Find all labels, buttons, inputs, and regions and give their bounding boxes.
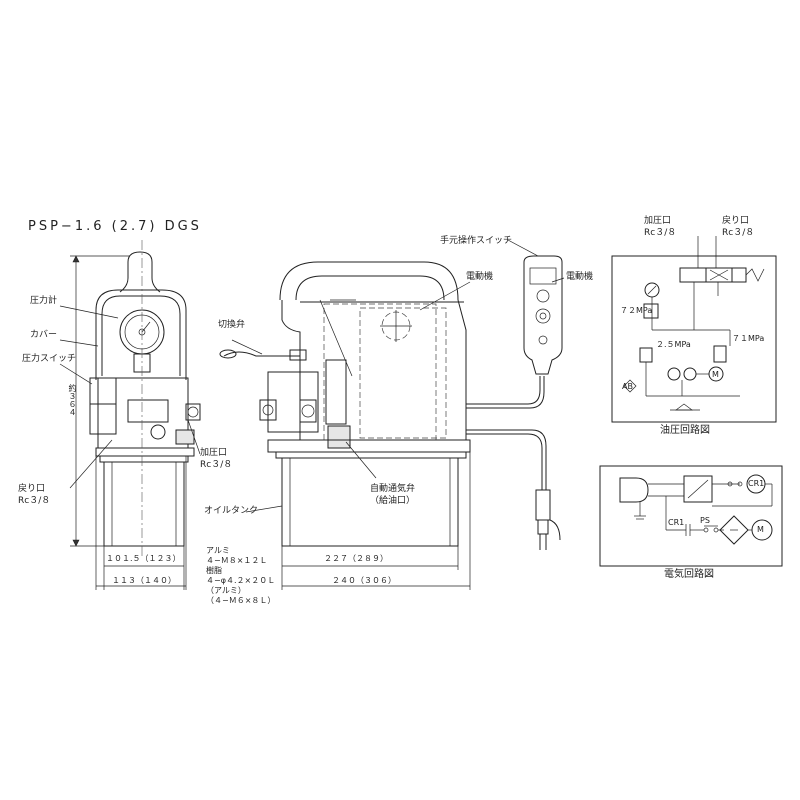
electrical-circuit <box>599 465 783 567</box>
motor-label: 電動機 <box>466 272 494 282</box>
height-dimension: 約３６４ <box>68 384 77 416</box>
hyd-motor-label: M <box>712 370 719 379</box>
mount-note-6: （４−Ｍ６×８Ｌ） <box>206 596 276 605</box>
oil-tank-label: オイルタンク <box>204 506 259 516</box>
pressure-port-label: 加圧口 <box>200 448 228 458</box>
pressure-gauge-label: 圧力計 <box>30 296 58 306</box>
mount-note-4: ４−φ４.２×２０Ｌ <box>206 576 276 585</box>
oil-filler-label: （給油口） <box>370 496 416 506</box>
hydraulic-circuit-caption: 油圧回路図 <box>660 425 710 436</box>
elec-motor-label: M <box>757 525 764 534</box>
hyd-pressure-port-thread: Rc３/８ <box>644 228 677 238</box>
cr1-contact-label: CR1 <box>668 518 685 527</box>
hand-switch-label: 手元操作スイッチ <box>440 236 513 246</box>
hyd-ab-label: AB <box>622 382 633 391</box>
side-view <box>219 239 561 590</box>
mount-note-1: アルミ <box>206 546 230 555</box>
cover-label: カバー <box>30 330 58 340</box>
hyd-pressure-72: ７２MPa <box>620 306 653 315</box>
side-inner-width: ２２７（２８９） <box>324 554 388 563</box>
front-view <box>59 240 201 590</box>
mount-note-3: 樹脂 <box>206 566 222 575</box>
ps-label: PS <box>700 516 710 525</box>
hyd-pressure-port-label: 加圧口 <box>644 216 672 226</box>
hydraulic-circuit <box>611 236 777 423</box>
front-outer-width: １１３（１４０） <box>112 576 176 585</box>
hyd-return-port-thread: Rc３/８ <box>722 228 755 238</box>
model-title: PSP−1.6 (2.7) DGS <box>28 219 202 234</box>
pendant-switch <box>523 255 565 375</box>
cr1-coil-label: CR1 <box>748 479 765 488</box>
hyd-return-port-label: 戻り口 <box>722 216 750 226</box>
return-port-label: 戻り口 <box>18 484 46 494</box>
side-outer-width: ２４０（３０６） <box>332 576 396 585</box>
return-port-thread: Rc３/８ <box>18 496 51 506</box>
front-inner-width: １０１.５（１２３） <box>106 554 181 563</box>
mount-note-5: （アルミ） <box>206 586 246 595</box>
pressure-port-thread: Rc３/８ <box>200 460 233 470</box>
auto-vent-label: 自動通気弁 <box>370 484 416 494</box>
selector-valve-label: 切換弁 <box>218 320 246 330</box>
electrical-circuit-caption: 電気回路図 <box>664 569 714 580</box>
hyd-pressure-2-5: ２.５MPa <box>656 340 691 349</box>
pressure-switch-label: 圧力スイッチ <box>22 354 77 364</box>
pendant-motor-label: 電動機 <box>566 272 594 282</box>
mount-note-2: ４−Ｍ８×１２Ｌ <box>206 556 268 565</box>
hyd-pressure-71: ７１MPa <box>732 334 765 343</box>
